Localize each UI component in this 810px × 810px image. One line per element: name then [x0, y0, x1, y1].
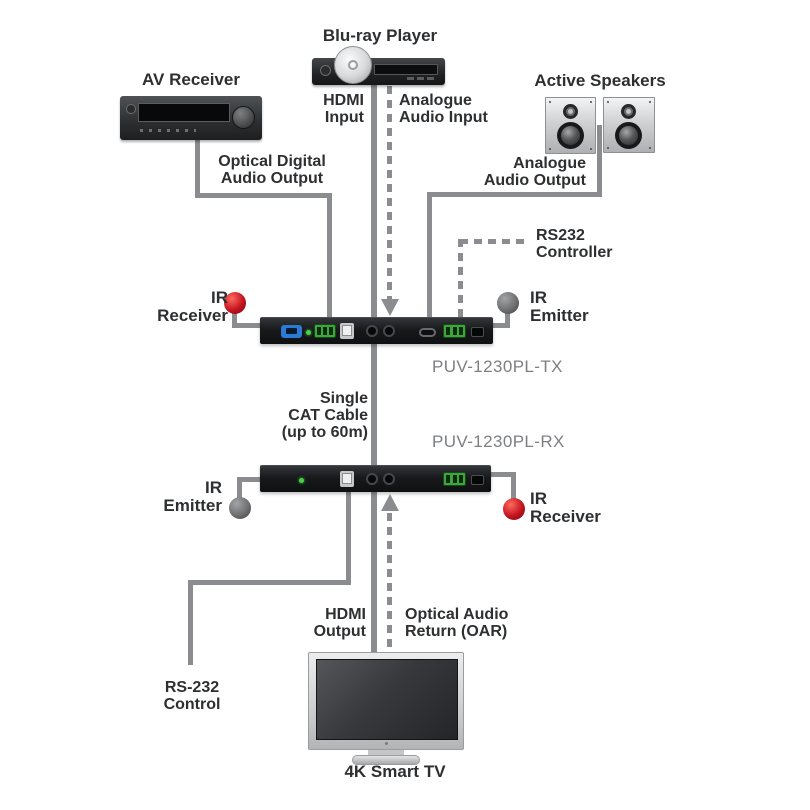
audio-jack	[383, 325, 395, 337]
av-receiver-icon	[120, 96, 262, 140]
terminal-block	[314, 324, 336, 338]
analogue-audio-input-line	[387, 86, 392, 300]
optical-output-line-v1	[195, 138, 200, 198]
tx-ir-receiver-lead-v	[232, 308, 237, 328]
service-port	[419, 328, 436, 337]
arrow-up-icon	[381, 494, 399, 511]
main-signal-line	[371, 84, 377, 654]
tv-stand-neck	[368, 750, 404, 756]
oar-line	[387, 513, 392, 653]
rx-model-label: PUV-1230PL-RX	[432, 432, 565, 451]
rx-ir-receiver-lead-v	[511, 472, 516, 500]
av-receiver-label: AV Receiver	[142, 70, 240, 89]
avr-volume-knob-detail	[232, 106, 255, 129]
tv-indicator	[385, 742, 388, 745]
analogue-output-line-v1	[597, 125, 602, 197]
tx-model-label: PUV-1230PL-TX	[432, 357, 563, 376]
tv-icon	[308, 652, 464, 750]
optical-port	[340, 471, 354, 487]
optical-output-line-v2	[327, 193, 332, 320]
tweeter	[563, 104, 578, 119]
rx-ir-receiver-lead-h	[489, 472, 516, 477]
terminal-block	[443, 472, 466, 486]
rs232-controller-line-h	[460, 239, 526, 244]
rs232-control-line-v1	[346, 489, 351, 585]
avr-display-detail	[138, 103, 230, 122]
tv-stand-base	[352, 755, 420, 765]
bluray-player-icon	[312, 58, 445, 85]
tx-ir-emitter-lead-v	[505, 310, 510, 328]
bluray-disc-tray-detail	[374, 64, 438, 75]
tweeter	[621, 104, 636, 119]
tv-label: 4K Smart TV	[344, 762, 446, 781]
ir-receiver-ball-icon	[503, 498, 525, 520]
extender-rx-icon	[260, 465, 491, 492]
tv-screen	[316, 659, 458, 740]
arrow-down-icon	[381, 299, 399, 316]
rx-ir-emitter-lead-v	[237, 480, 242, 502]
woofer	[557, 122, 584, 149]
tx-ir-emitter-lead-h	[488, 323, 510, 328]
single-cat-cable-label: Single CAT Cable (up to 60m)	[281, 390, 368, 441]
speaker-right-icon	[603, 97, 655, 153]
terminal-block	[443, 324, 466, 338]
hdmi-port	[281, 325, 302, 338]
speaker-left-icon	[545, 97, 596, 154]
power-led	[306, 330, 311, 335]
rx-ir-emitter-lead-h	[237, 477, 264, 482]
disc-hole	[348, 60, 358, 70]
extender-tx-icon	[260, 317, 493, 344]
audio-jack	[366, 473, 378, 485]
woofer	[615, 122, 642, 149]
active-speakers-label: Active Speakers	[534, 71, 666, 90]
audio-jack	[383, 473, 395, 485]
avr-buttons-detail	[140, 129, 196, 132]
bluray-keys-detail	[407, 77, 437, 80]
ir-emitter-ball-icon	[229, 497, 251, 519]
power-led	[299, 478, 304, 483]
rs232-controller-line-v	[458, 239, 463, 319]
rs232-control-line-h	[188, 580, 351, 585]
optical-port	[340, 323, 354, 339]
disc-icon	[334, 46, 372, 84]
audio-jack	[366, 325, 378, 337]
ir-receiver-ball-icon	[224, 292, 246, 314]
avr-power-button-detail	[126, 104, 136, 114]
ir-port	[471, 475, 484, 485]
tx-ir-receiver-lead-h	[232, 323, 264, 328]
bluray-power-button-detail	[320, 65, 331, 76]
optical-output-line-h	[195, 193, 332, 198]
bluray-player-label: Blu-ray Player	[322, 26, 438, 45]
analogue-output-line-v2	[427, 192, 432, 320]
analogue-output-line-h	[427, 192, 602, 197]
rs232-control-line-v2	[188, 580, 193, 665]
ir-port	[471, 327, 484, 337]
ir-emitter-ball-icon	[497, 292, 519, 314]
